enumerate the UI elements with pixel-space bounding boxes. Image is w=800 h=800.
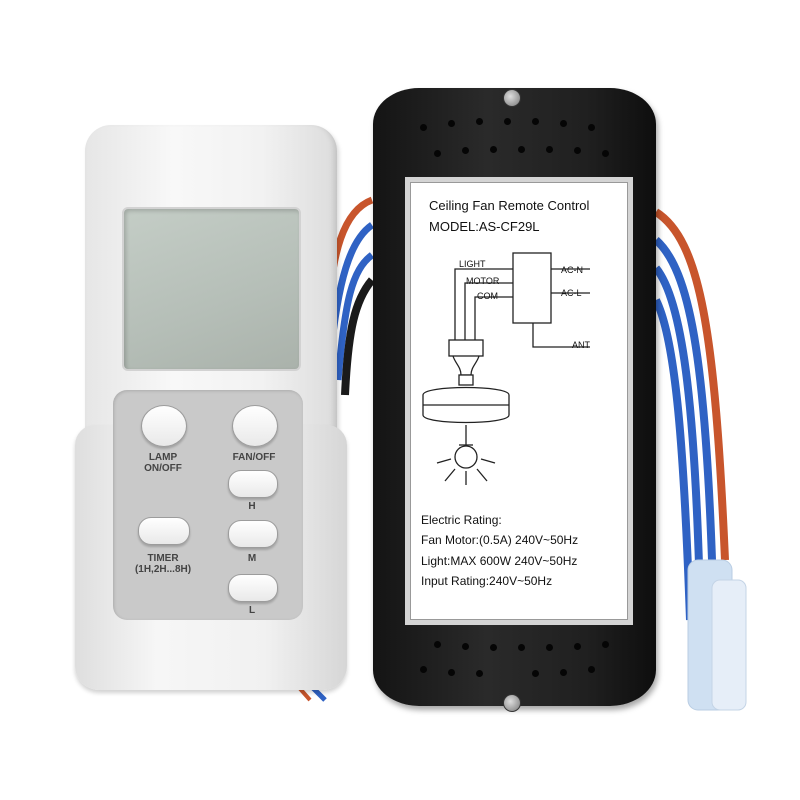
- vent-hole: [546, 146, 553, 153]
- wire-label-com: COM: [477, 291, 498, 301]
- rating-input: Input Rating:240V~50Hz: [421, 574, 553, 588]
- wire-label-ac-l: AC-L: [561, 288, 582, 298]
- lcd-screen: [122, 207, 301, 371]
- vent-hole: [462, 147, 469, 154]
- wire-black-left: [341, 277, 376, 396]
- vent-hole: [434, 150, 441, 157]
- wire-blue-right-2: [652, 265, 704, 601]
- label-title: Ceiling Fan Remote Control: [429, 198, 590, 213]
- wire-label-ac-n: AC-N: [561, 265, 583, 275]
- vent-hole: [476, 118, 483, 125]
- wire-blue-right-1: [653, 237, 716, 561]
- vent-hole: [490, 644, 497, 651]
- vent-hole: [588, 124, 595, 131]
- fan-low-button[interactable]: [228, 574, 278, 602]
- vent-hole: [574, 147, 581, 154]
- timer-button[interactable]: [138, 517, 190, 545]
- wire-label-ant: ANT: [572, 340, 590, 350]
- fan-off-button[interactable]: [232, 405, 278, 447]
- vent-hole: [518, 146, 525, 153]
- bottom-screw-icon: [503, 694, 521, 712]
- wiring-diagram: [422, 252, 590, 485]
- wire-blue-right-3: [652, 298, 694, 621]
- wire-blue-left-2: [334, 252, 375, 381]
- vent-hole: [532, 670, 539, 677]
- vent-hole: [434, 641, 441, 648]
- fan-medium-button[interactable]: [228, 520, 278, 548]
- vent-hole: [448, 120, 455, 127]
- wire-label-light: LIGHT: [459, 259, 486, 269]
- rating-heading: Electric Rating:: [421, 513, 502, 527]
- top-screw-icon: [503, 89, 521, 107]
- vent-hole: [490, 146, 497, 153]
- wire-red-right: [653, 208, 729, 561]
- lamp-button-label: LAMP ON/OFF: [144, 452, 182, 474]
- timer-button-label: TIMER (1H,2H...8H): [134, 553, 192, 575]
- vent-hole: [574, 643, 581, 650]
- fan-medium-label: M: [247, 553, 257, 564]
- wire-sleeve-inner: [711, 579, 747, 711]
- fan-high-button[interactable]: [228, 470, 278, 498]
- lamp-button[interactable]: [141, 405, 187, 447]
- vent-hole: [546, 644, 553, 651]
- vent-hole: [560, 120, 567, 127]
- vent-hole: [532, 118, 539, 125]
- vent-hole: [504, 118, 511, 125]
- fan-off-button-label: FAN/OFF: [232, 452, 276, 463]
- vent-hole: [420, 666, 427, 673]
- rating-fan-motor: Fan Motor:(0.5A) 240V~50Hz: [421, 533, 579, 547]
- vent-hole: [560, 669, 567, 676]
- fan-low-label: L: [248, 605, 256, 616]
- vent-hole: [448, 669, 455, 676]
- vent-hole: [602, 641, 609, 648]
- rating-light: Light:MAX 600W 240V~50Hz: [421, 554, 578, 568]
- vent-hole: [588, 666, 595, 673]
- vent-hole: [518, 644, 525, 651]
- label-model: MODEL:AS-CF29L: [429, 219, 540, 234]
- vent-hole: [420, 124, 427, 131]
- wire-label-motor: MOTOR: [466, 276, 500, 286]
- fan-high-label: H: [248, 501, 256, 512]
- vent-hole: [602, 150, 609, 157]
- vent-hole: [476, 670, 483, 677]
- vent-hole: [462, 643, 469, 650]
